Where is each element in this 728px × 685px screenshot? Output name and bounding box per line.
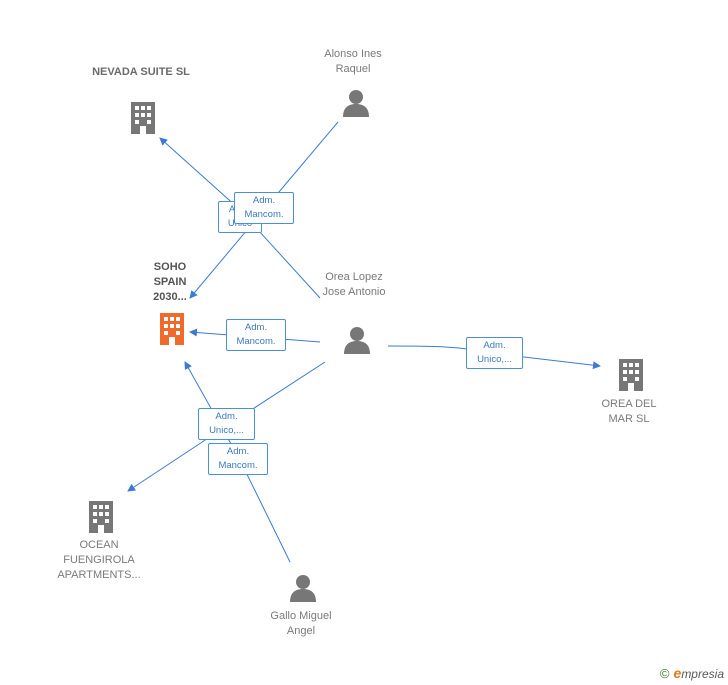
- node-label-ocean-fuengirola[interactable]: OCEAN FUENGIROLA APARTMENTS...: [57, 539, 141, 581]
- relation-label[interactable]: Adm. Mancom.: [208, 443, 268, 475]
- building-icon[interactable]: [128, 100, 158, 136]
- node-label-gallo[interactable]: Gallo Miguel Angel: [270, 610, 332, 637]
- brand-logo[interactable]: empresia: [673, 665, 724, 681]
- relation-label[interactable]: Adm. Mancom.: [234, 192, 294, 224]
- building-icon[interactable]: [86, 499, 116, 535]
- person-icon[interactable]: [341, 88, 371, 118]
- relation-label[interactable]: Adm. Mancom.: [226, 319, 286, 351]
- node-label-soho-spain[interactable]: SOHO SPAIN 2030...: [153, 261, 187, 303]
- person-icon[interactable]: [342, 325, 372, 355]
- node-label-orea-del-mar[interactable]: OREA DEL MAR SL: [601, 398, 657, 425]
- relation-label[interactable]: Adm. Unico,...: [466, 337, 523, 369]
- relation-label[interactable]: Adm. Unico,...: [198, 408, 255, 440]
- building-icon[interactable]: [616, 357, 646, 393]
- node-label-alonso[interactable]: Alonso Ines Raquel: [324, 48, 382, 75]
- copyright-icon: ©: [659, 665, 670, 681]
- node-label-nevada-suite[interactable]: NEVADA SUITE SL: [92, 66, 190, 78]
- node-label-orea-lopez[interactable]: Orea Lopez Jose Antonio: [322, 271, 386, 298]
- person-icon[interactable]: [288, 573, 318, 603]
- footer-brand: © empresia: [660, 665, 724, 681]
- building-focus-icon[interactable]: [157, 311, 187, 347]
